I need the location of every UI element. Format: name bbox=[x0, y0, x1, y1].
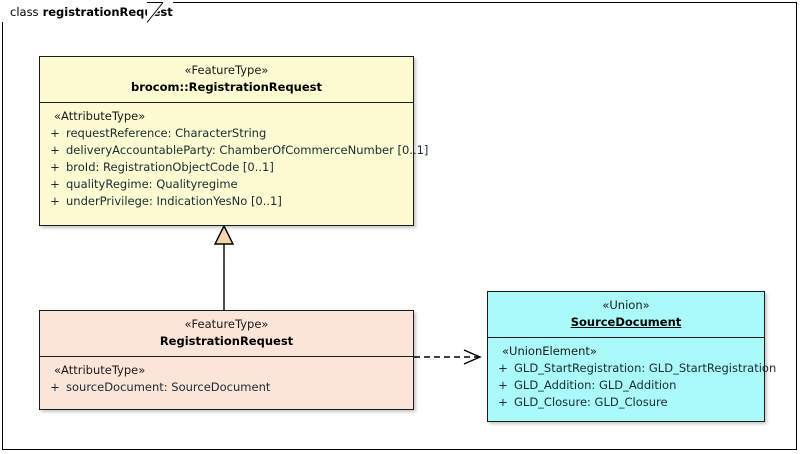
class-header: «FeatureType» brocom::RegistrationReques… bbox=[40, 57, 413, 103]
attribute-visibility: + bbox=[50, 194, 60, 208]
diagram-title-name: registrationRequest bbox=[42, 5, 173, 19]
attributes-compartment: «AttributeType» + sourceDocument: Source… bbox=[40, 357, 413, 402]
compartment-stereotype: «UnionElement» bbox=[502, 344, 597, 358]
attribute-label: requestReference: CharacterString bbox=[66, 126, 267, 140]
attributes-compartment: «AttributeType» + requestReference: Char… bbox=[40, 103, 428, 216]
class-stereotype: «FeatureType» bbox=[184, 317, 269, 331]
attribute-visibility: + bbox=[50, 380, 60, 394]
class-box-registrationrequest[interactable]: «FeatureType» RegistrationRequest «Attri… bbox=[39, 310, 414, 410]
class-stereotype: «Union» bbox=[602, 298, 650, 312]
attribute-label: deliveryAccountableParty: ChamberOfComme… bbox=[66, 143, 429, 157]
attribute-visibility: + bbox=[498, 361, 508, 375]
compartment-stereotype: «AttributeType» bbox=[54, 109, 146, 123]
attribute-row[interactable]: + GLD_Closure: GLD_Closure bbox=[492, 394, 760, 411]
class-name: SourceDocument bbox=[570, 315, 682, 329]
attribute-label: GLD_Addition: GLD_Addition bbox=[514, 378, 677, 392]
class-box-sourcedocument[interactable]: «Union» SourceDocument «UnionElement» + … bbox=[487, 291, 776, 422]
attribute-visibility: + bbox=[498, 395, 508, 409]
attribute-label: sourceDocument: SourceDocument bbox=[66, 380, 271, 394]
generalization-connector bbox=[213, 224, 235, 310]
attribute-row[interactable]: + broId: RegistrationObjectCode [0..1] bbox=[44, 159, 409, 176]
attribute-row[interactable]: + underPrivilege: IndicationYesNo [0..1] bbox=[44, 193, 409, 210]
attribute-label: GLD_Closure: GLD_Closure bbox=[514, 395, 668, 409]
compartment-stereotype: «AttributeType» bbox=[54, 363, 146, 377]
attribute-visibility: + bbox=[50, 126, 60, 140]
diagram-title-tab[interactable]: class registrationRequest bbox=[2, 2, 173, 22]
attribute-visibility: + bbox=[50, 160, 60, 174]
attribute-visibility: + bbox=[50, 143, 60, 157]
attribute-visibility: + bbox=[498, 378, 508, 392]
class-name: brocom::RegistrationRequest bbox=[130, 80, 323, 94]
attribute-row[interactable]: + requestReference: CharacterString bbox=[44, 125, 409, 142]
attribute-row[interactable]: + qualityRegime: Qualityregime bbox=[44, 176, 409, 193]
attribute-row[interactable]: + GLD_StartRegistration: GLD_StartRegist… bbox=[492, 360, 776, 377]
class-box-brocom-registrationrequest[interactable]: «FeatureType» brocom::RegistrationReques… bbox=[39, 56, 428, 226]
class-header: «FeatureType» RegistrationRequest bbox=[40, 311, 413, 357]
attribute-label: underPrivilege: IndicationYesNo [0..1] bbox=[66, 194, 282, 208]
class-header: «Union» SourceDocument bbox=[488, 292, 764, 338]
attribute-row[interactable]: + GLD_Addition: GLD_Addition bbox=[492, 377, 760, 394]
class-name: RegistrationRequest bbox=[159, 334, 294, 348]
attribute-row[interactable]: + deliveryAccountableParty: ChamberOfCom… bbox=[44, 142, 428, 159]
dependency-connector bbox=[414, 349, 482, 365]
class-stereotype: «FeatureType» bbox=[184, 63, 269, 77]
attribute-label: broId: RegistrationObjectCode [0..1] bbox=[66, 160, 274, 174]
attribute-visibility: + bbox=[50, 177, 60, 191]
attribute-label: GLD_StartRegistration: GLD_StartRegistra… bbox=[514, 361, 777, 375]
attribute-row[interactable]: + sourceDocument: SourceDocument bbox=[44, 379, 409, 396]
diagram-title-kind: class bbox=[10, 5, 39, 19]
attributes-compartment: «UnionElement» + GLD_StartRegistration: … bbox=[488, 338, 776, 417]
attribute-label: qualityRegime: Qualityregime bbox=[66, 177, 238, 191]
